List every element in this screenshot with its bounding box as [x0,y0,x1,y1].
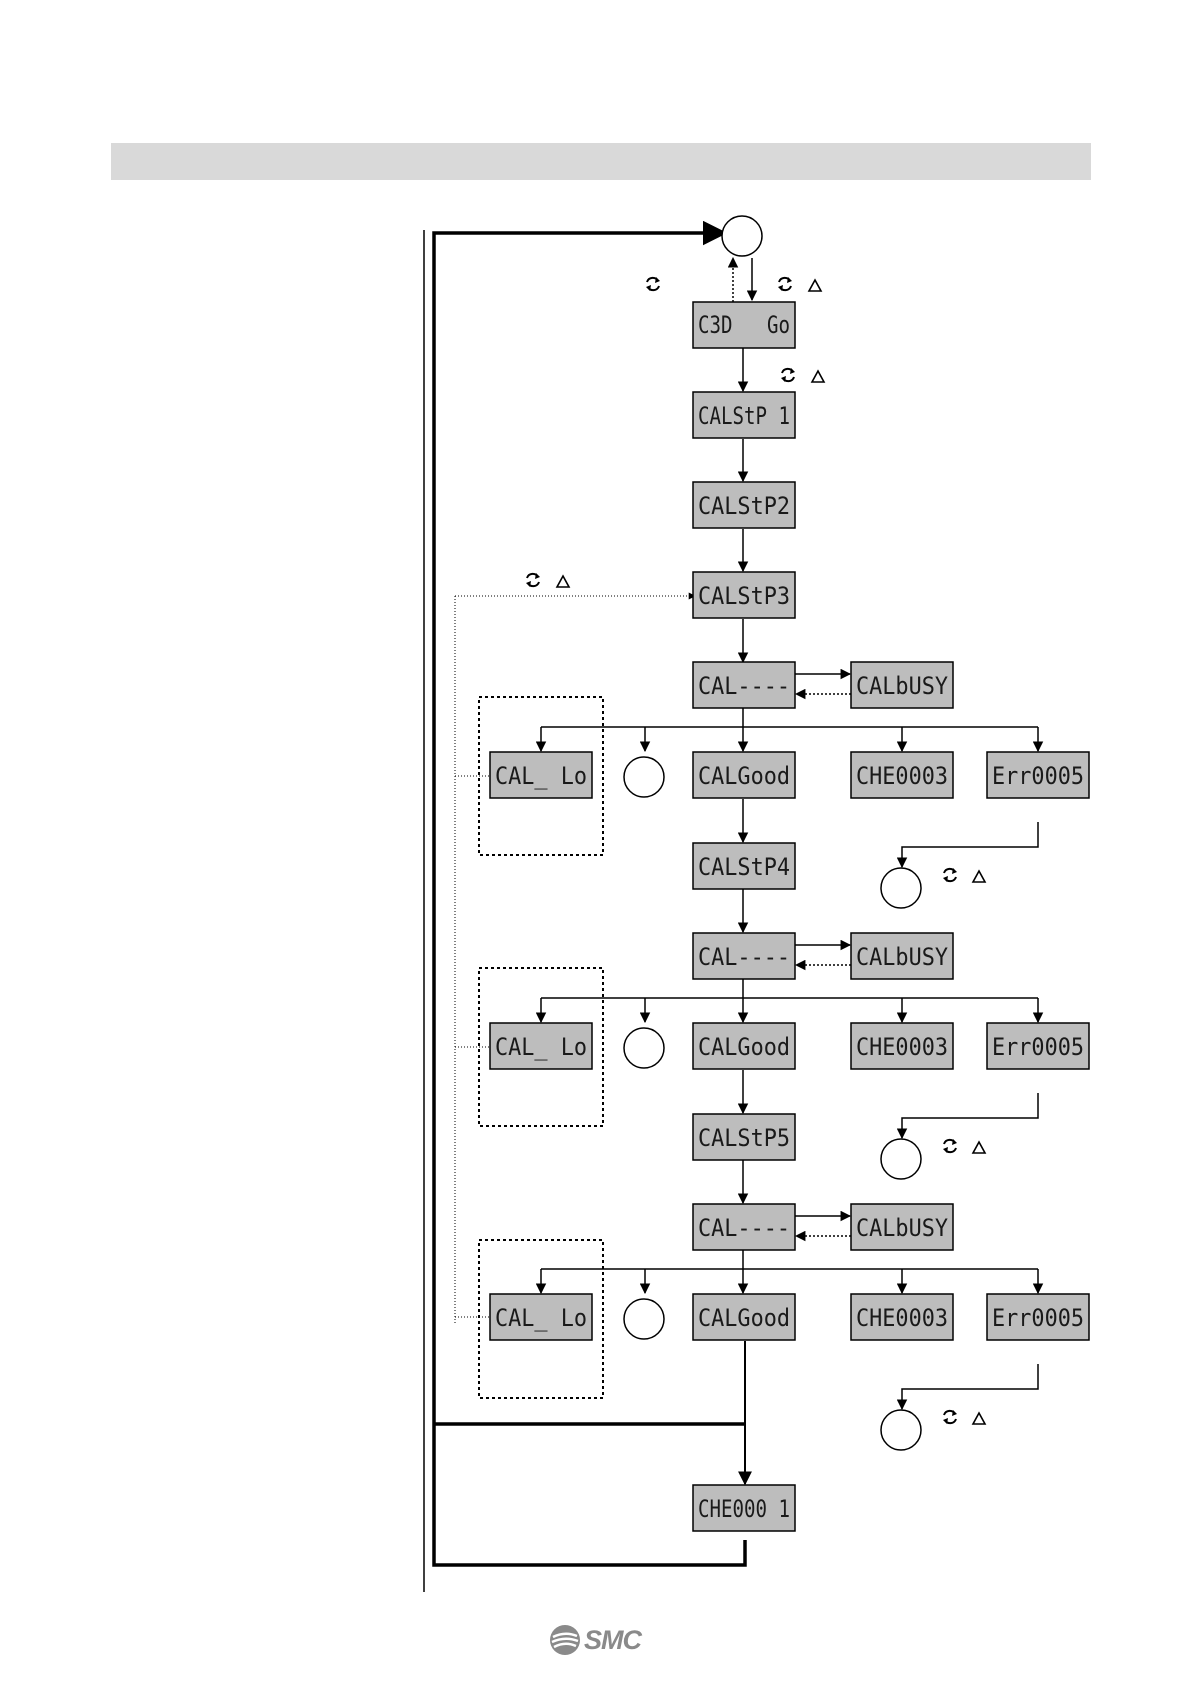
svg-text:CALGood: CALGood [698,1033,790,1061]
lcd-cal-good: CALGood [693,1294,795,1340]
rotate-arrows-icon [943,1410,957,1424]
svg-text:CAL_ Lo: CAL_ Lo [495,762,587,790]
svg-text:CALbUSY: CALbUSY [856,672,948,700]
up-triangle-icon [973,1142,985,1153]
rotate-arrows-icon [781,368,795,382]
lcd-cal-busy: CALbUSY [851,933,953,979]
rotate-arrows-icon [646,277,660,291]
lcd-c3d-go: C3D Go [693,302,795,348]
svg-text:CALbUSY: CALbUSY [856,1214,948,1242]
rotate-arrows-icon [526,573,540,587]
smc-logo-text: SMC [584,1625,641,1656]
svg-text:CHE0003: CHE0003 [856,1033,948,1061]
svg-text:Err0005: Err0005 [992,1033,1084,1061]
lcd-che-0003: CHE0003 [851,752,953,798]
smc-logo: SMC [548,1620,641,1660]
lcd-cal-lo: CAL_ Lo [490,1023,592,1069]
svg-text:CALStP3: CALStP3 [698,582,790,610]
svg-text:CAL_ Lo: CAL_ Lo [495,1304,587,1332]
error-circle [881,1139,921,1179]
error-circle [881,868,921,908]
svg-text:CAL----: CAL---- [698,672,790,700]
smc-logo-mark-icon [548,1623,582,1657]
lcd-cal-stp1: CALStP 1 [693,392,795,438]
lcd-err-0005: Err0005 [987,1294,1089,1340]
lcd-cal-dashes: CAL---- [693,933,795,979]
lcd-err-0005: Err0005 [987,1023,1089,1069]
branch-circle [624,1299,664,1339]
svg-text:CAL----: CAL---- [698,1214,790,1242]
svg-text:CHE0003: CHE0003 [856,762,948,790]
lcd-cal-busy: CALbUSY [851,662,953,708]
lcd-cal-lo: CAL_ Lo [490,1294,592,1340]
lcd-cal-stp3: CALStP3 [693,572,795,618]
svg-text:CALGood: CALGood [698,762,790,790]
svg-text:CALStP4: CALStP4 [698,853,790,881]
svg-text:Err0005: Err0005 [992,762,1084,790]
svg-text:CALStP2: CALStP2 [698,492,790,520]
lcd-cal-stp4: CALStP4 [693,843,795,889]
svg-text:CAL_ Lo: CAL_ Lo [495,1033,587,1061]
start-circle [722,216,762,256]
svg-text:CALStP 1: CALStP 1 [698,402,790,430]
lcd-cal-good: CALGood [693,752,795,798]
lcd-cal-dashes: CAL---- [693,662,795,708]
svg-text:CAL----: CAL---- [698,943,790,971]
lcd-cal-busy: CALbUSY [851,1204,953,1250]
svg-text:CHE000 1: CHE000 1 [698,1495,790,1523]
svg-text:C3D Go: C3D Go [698,311,790,339]
svg-text:CHE0003: CHE0003 [856,1304,948,1332]
up-triangle-icon [973,871,985,882]
error-return-line [902,1093,1038,1138]
error-return-line [902,822,1038,867]
lcd-cal-good: CALGood [693,1023,795,1069]
up-triangle-icon [557,576,569,587]
up-triangle-icon [809,280,821,291]
lcd-che-0003: CHE0003 [851,1023,953,1069]
lcd-cal-dashes: CAL---- [693,1204,795,1250]
svg-text:Err0005: Err0005 [992,1304,1084,1332]
svg-text:CALGood: CALGood [698,1304,790,1332]
svg-text:CALStP5: CALStP5 [698,1124,790,1152]
lcd-che-0001: CHE000 1 [693,1485,795,1531]
up-triangle-icon [973,1413,985,1424]
lcd-cal-lo: CAL_ Lo [490,752,592,798]
svg-text:CALbUSY: CALbUSY [856,943,948,971]
rotate-arrows-icon [778,277,792,291]
error-return-line [902,1364,1038,1409]
error-circle [881,1410,921,1450]
up-triangle-icon [812,371,824,382]
lcd-che-0003: CHE0003 [851,1294,953,1340]
rotate-arrows-icon [943,1139,957,1153]
rotate-arrows-icon [943,868,957,882]
lcd-err-0005: Err0005 [987,752,1089,798]
lcd-cal-stp5: CALStP5 [693,1114,795,1160]
lcd-cal-stp2: CALStP2 [693,482,795,528]
branch-circle [624,1028,664,1068]
branch-circle [624,757,664,797]
